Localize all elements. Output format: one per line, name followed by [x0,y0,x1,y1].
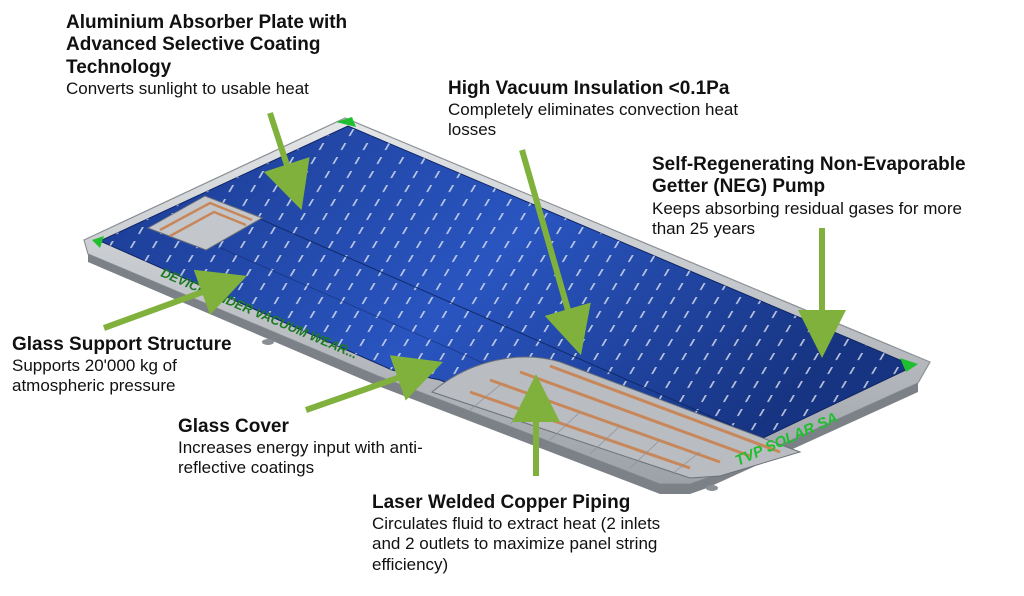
callout-support: Glass Support Structure Supports 20'000 … [12,334,257,397]
corner-marker [900,358,918,372]
arrow-absorber [263,112,310,211]
arrow-glass [305,355,443,413]
callout-piping: Laser Welded Copper Piping Circulates fl… [372,492,662,575]
callout-glass-title: Glass Cover [178,416,289,437]
panel-foot [706,485,718,491]
callout-vacuum-title: High Vacuum Insulation <0.1Pa [448,78,730,99]
callout-absorber-title: Aluminium Absorber Plate with Advanced S… [66,12,348,78]
callout-piping-desc: Circulates fluid to extract heat (2 inle… [372,514,661,574]
callout-vacuum-desc: Completely eliminates convection heat lo… [448,100,739,140]
callout-getter-title: Self-Regenerating Non-Evaporable Getter … [652,154,966,198]
callout-getter: Self-Regenerating Non-Evaporable Getter … [652,154,984,239]
panel-foot [262,339,274,345]
callout-absorber: Aluminium Absorber Plate with Advanced S… [66,12,396,99]
callout-piping-title: Laser Welded Copper Piping [372,492,631,513]
callout-vacuum: High Vacuum Insulation <0.1Pa Completely… [448,78,768,141]
arrow-vacuum [519,149,591,356]
callout-arrows [102,112,846,476]
corner-marker [336,117,356,127]
callout-getter-desc: Keeps absorbing residual gases for more … [652,198,962,238]
callout-glass: Glass Cover Increases energy input with … [178,416,474,479]
callout-support-title: Glass Support Structure [12,334,232,355]
corner-piping [146,195,264,251]
callout-glass-desc: Increases energy input with anti-reflect… [178,438,423,478]
corner-marker [92,236,104,248]
arrow-support [102,269,247,331]
callout-absorber-desc: Converts sunlight to usable heat [66,79,309,99]
callout-support-desc: Supports 20'000 kg of atmospheric pressu… [12,356,177,396]
